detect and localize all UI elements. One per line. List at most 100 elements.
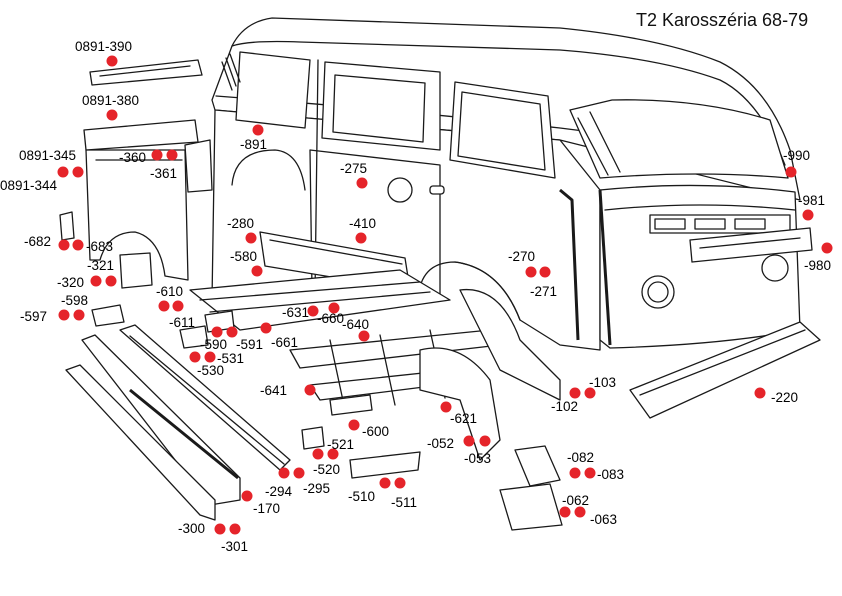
label-053: -053 [464,451,492,466]
panel-320 [119,252,153,289]
label-520: -520 [313,462,341,477]
label-631: -631 [282,305,310,320]
label-361: -361 [150,166,178,181]
marker-980 [821,242,833,254]
label-981: -981 [798,193,826,208]
label-170: -170 [253,501,281,516]
label-103: -103 [589,375,617,390]
panel-361 [184,139,213,193]
label-640: -640 [342,317,370,332]
brackets [91,304,563,531]
marker-270 [525,266,537,278]
marker-275 [356,177,368,189]
marker-520 [312,448,324,460]
label-521: -521 [327,437,355,452]
marker-510 [379,477,391,489]
marker-660 [328,302,340,314]
marker-361 [166,149,178,161]
marker-597 [58,309,70,321]
marker-981 [802,209,814,221]
label-220: -220 [771,390,799,405]
marker-053 [479,435,491,447]
marker-590 [211,326,223,338]
marker-103 [584,387,596,399]
label-641: -641 [260,383,288,398]
panel-682 [59,211,75,241]
label-610: -610 [156,284,184,299]
label-320: -320 [57,275,85,290]
marker-295 [293,467,305,479]
label-580: -580 [230,249,258,264]
label-511: -511 [391,495,418,510]
label-990: -990 [783,148,811,163]
label-294: -294 [265,484,293,499]
marker-220 [754,387,766,399]
marker-360 [151,149,163,161]
label-683: -683 [86,239,114,254]
marker-083 [584,467,596,479]
label-0891-345: 0891-345 [19,148,77,163]
label-531: -531 [217,351,245,366]
marker-521 [327,448,339,460]
label-598: -598 [61,293,89,308]
marker-320 [90,275,102,287]
marker-102 [569,387,581,399]
label-052: -052 [427,436,455,451]
marker-682 [58,239,70,251]
marker-301 [229,523,241,535]
marker-631 [307,305,319,317]
label-530: -530 [197,363,225,378]
marker-0891-390 [106,55,118,67]
marker-640 [358,330,370,342]
marker-052 [463,435,475,447]
marker-300 [214,523,226,535]
marker-280 [245,232,257,244]
label-621: -621 [450,411,478,426]
marker-990 [785,166,797,178]
label-597: -597 [20,309,48,324]
marker-063 [574,506,586,518]
label-682: -682 [24,234,52,249]
label-063: -063 [590,512,618,527]
marker-610 [158,300,170,312]
marker-661 [260,322,272,334]
label-510: -510 [348,489,376,504]
marker-0891-380 [106,109,118,121]
chassis-frame [189,269,821,461]
label-0891-380: 0891-380 [82,93,140,108]
label-300: -300 [178,521,206,536]
label-360: -360 [119,150,147,165]
rear-corner-panel [83,59,203,281]
label-062: -062 [562,493,590,508]
label-280: -280 [227,216,255,231]
label-410: -410 [349,216,377,231]
marker-891 [252,124,264,136]
marker-531-b [204,351,216,363]
marker-271 [539,266,551,278]
label-102: -102 [551,399,579,414]
marker-062 [559,506,571,518]
marker-600 [348,419,360,431]
label-271: -271 [530,284,558,299]
marker-511 [394,477,406,489]
label-660: -660 [317,311,345,326]
label-891: -891 [240,137,268,152]
label-270: -270 [508,249,536,264]
marker-621 [440,401,452,413]
label-591: -591 [236,337,264,352]
label-275: -275 [340,161,368,176]
label-082: -082 [567,450,595,465]
label-611: -611 [169,315,196,330]
marker-410 [355,232,367,244]
marker-0891-345-a [57,166,69,178]
label-590: -590 [200,337,228,352]
marker-082 [569,467,581,479]
marker-294 [278,467,290,479]
marker-0891-345-b [72,166,84,178]
marker-531-a [189,351,201,363]
marker-170 [241,490,253,502]
marker-580 [251,265,263,277]
marker-321 [105,275,117,287]
label-0891-390: 0891-390 [75,39,133,54]
